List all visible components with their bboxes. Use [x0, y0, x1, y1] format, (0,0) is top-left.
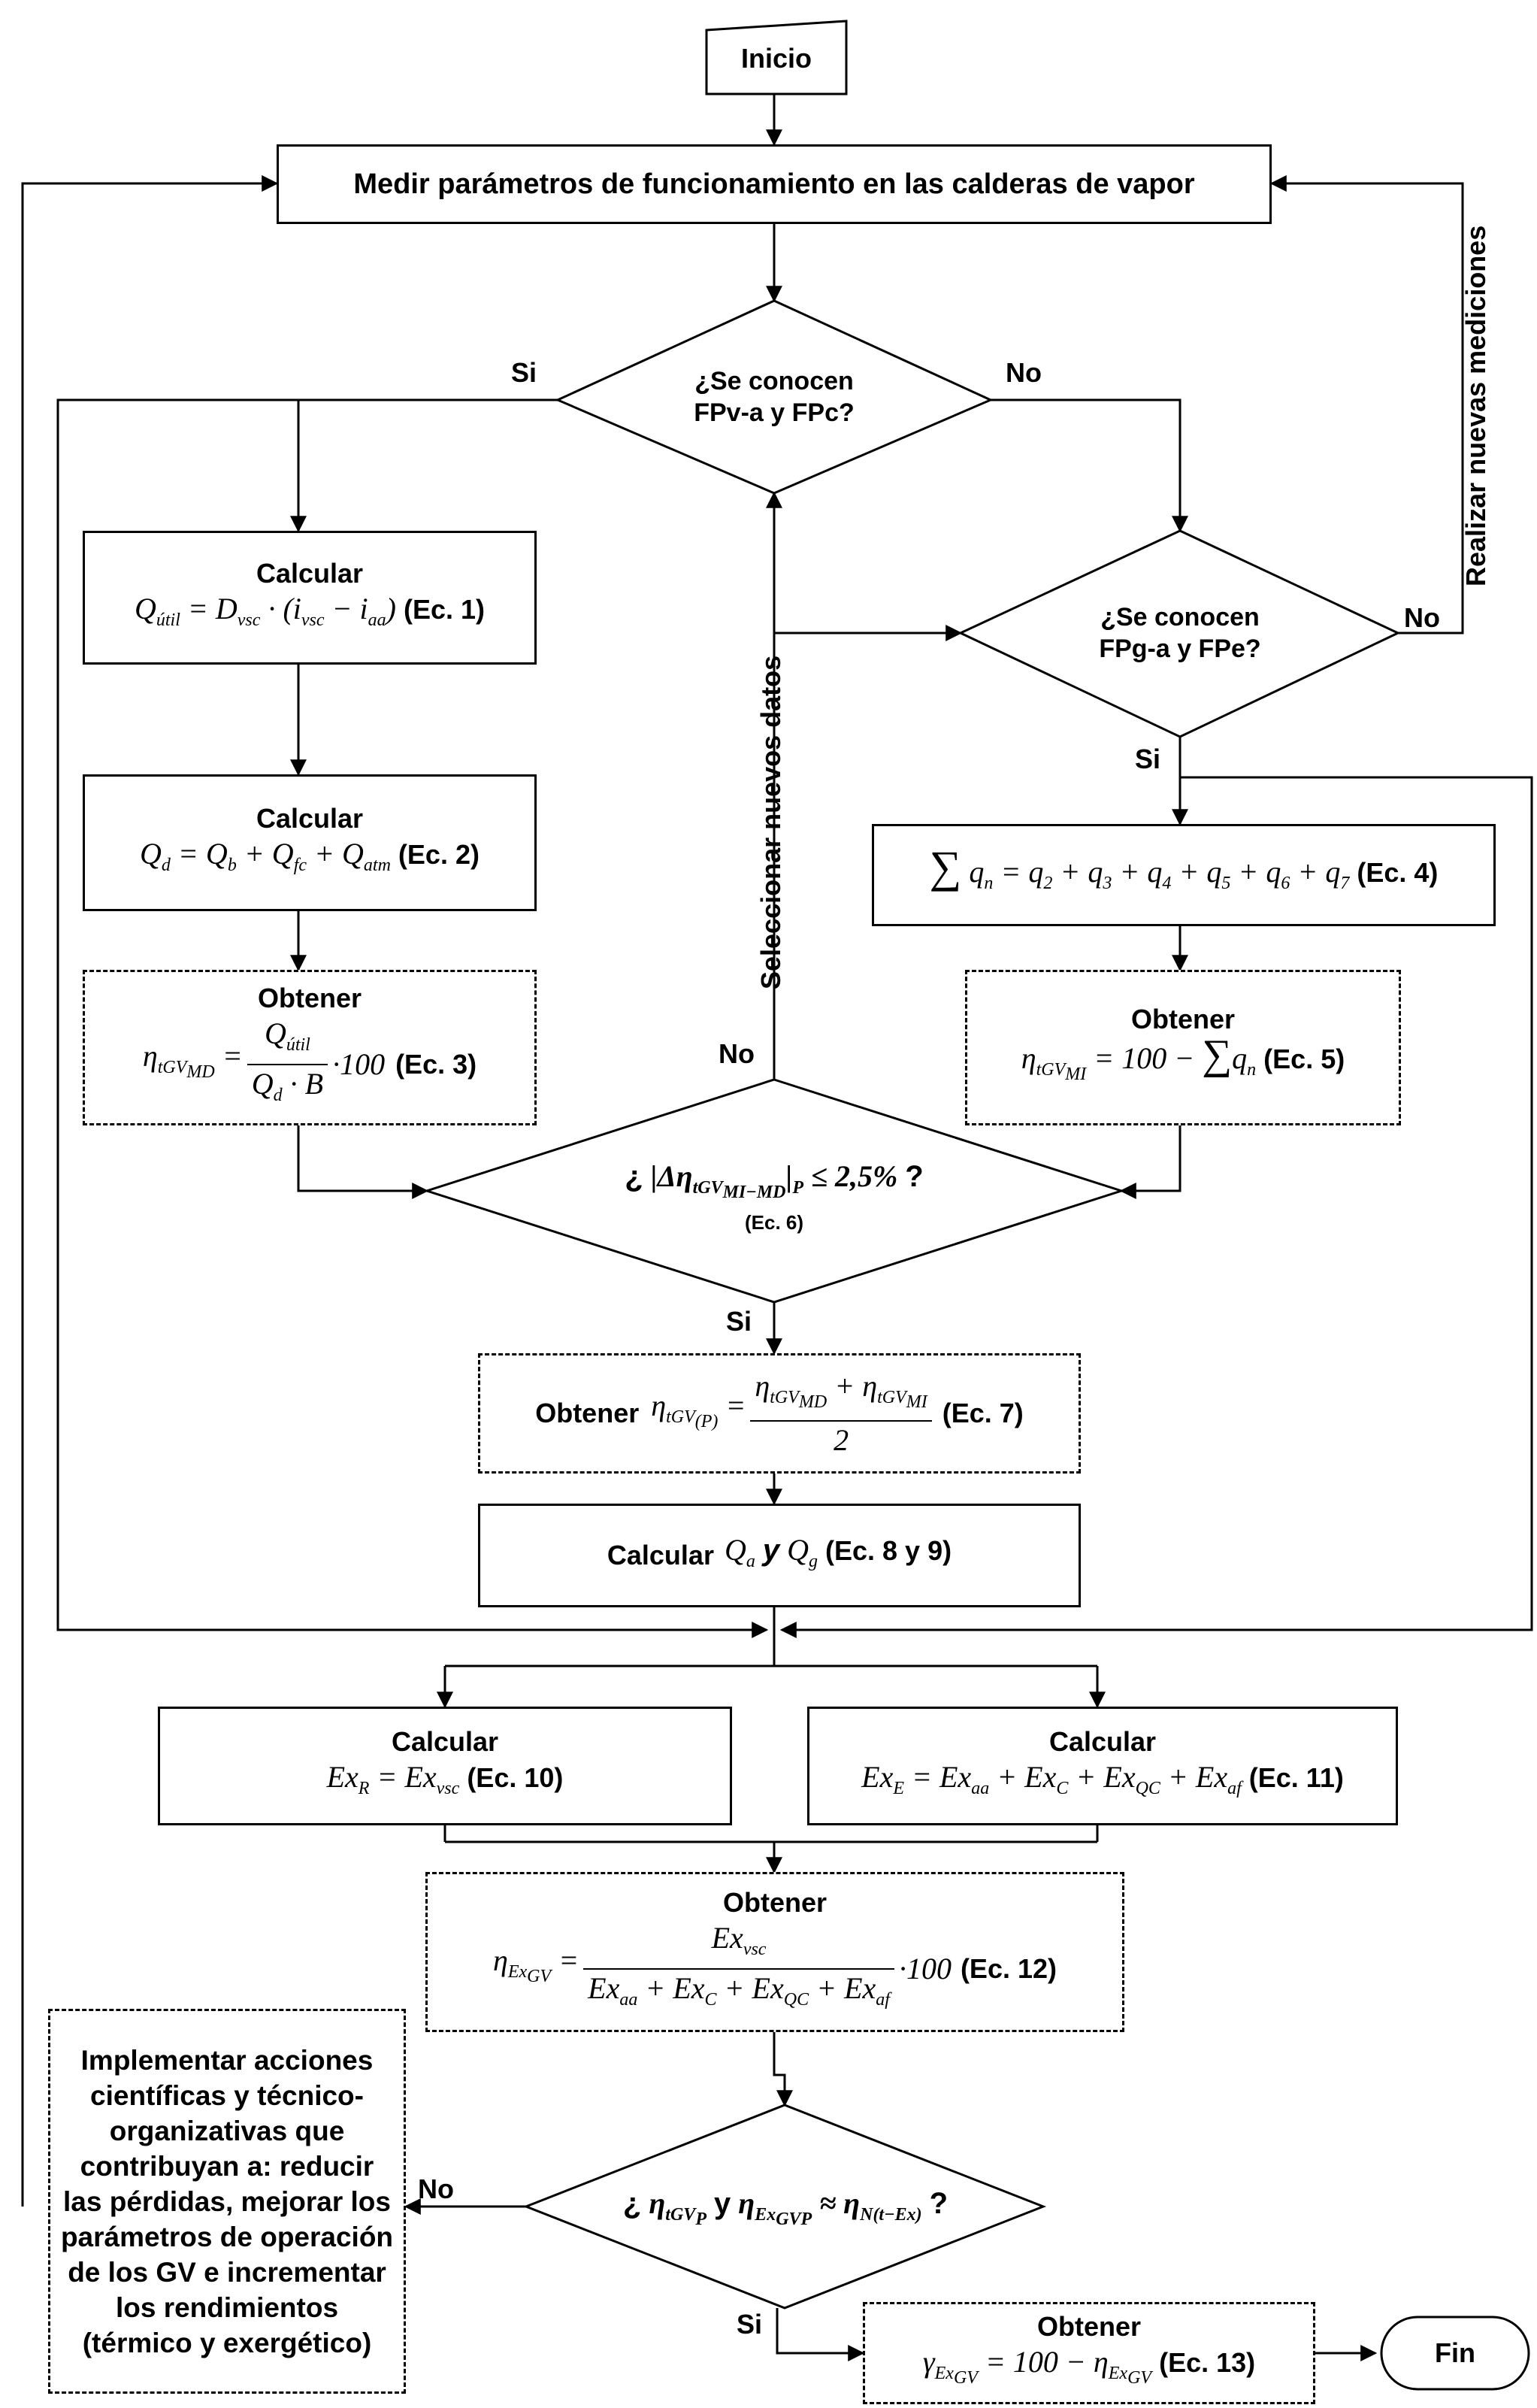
decision-2-si-label: Si [1135, 744, 1161, 774]
obtain-12-ec: (Ec. 12) [960, 1952, 1057, 1984]
obtain-3-header: Obtener [257, 982, 362, 1013]
decision-4-formula: ¿ ηtGVP y ηExGVP ≈ ηN(t−Ex) ? [622, 2186, 949, 2229]
calc-11-box: Calcular ExE = Exaa + ExC + ExQC + Exaf … [807, 1707, 1398, 1825]
obtain-13-ec: (Ec. 13) [1159, 2346, 1256, 2378]
calc-11-formula: ExE = Exaa + ExC + ExQC + Exaf (Ec. 11) [861, 1759, 1344, 1798]
calc-2-formula: Qd = Qb + Qfc + Qatm (Ec. 2) [140, 836, 480, 875]
decision-4-shape [522, 2104, 1047, 2310]
sum-4-box: ∑ qn = q2 + q3 + q4 + q5 + q6 + q7 (Ec. … [872, 824, 1496, 926]
obtain-3-ec: (Ec. 3) [395, 1048, 477, 1080]
action-text: Implementar acciones científicas y técni… [60, 2044, 394, 2358]
obtain-7-header: Obtener [535, 1398, 640, 1428]
obtain-5-box: Obtener ηtGVMI = 100 − ∑qn (Ec. 5) [965, 970, 1401, 1125]
calc-11-header: Calcular [1048, 1725, 1157, 1757]
measure-text: Medir parámetros de funcionamiento en la… [353, 168, 1195, 200]
obtain-13-box: Obtener γExGV = 100 − ηExGV (Ec. 13) [863, 2302, 1315, 2404]
calc-1-formula: Qútil = Dvsc · (ivsc − iaa) (Ec. 1) [134, 591, 486, 630]
calc-89-formula: Qa y Qg (Ec. 8 y 9) [724, 1532, 952, 1571]
decision-3-si-label: Si [726, 1306, 752, 1337]
decision-1-no-label: No [1006, 357, 1042, 388]
obtain-7-ec: (Ec. 7) [942, 1397, 1024, 1428]
calc-10-formula: ExR = Exvsc (Ec. 10) [326, 1759, 564, 1798]
start-shape [705, 20, 848, 95]
start-label: Inicio [740, 43, 812, 74]
calc-89-ec: (Ec. 8 y 9) [825, 1534, 952, 1566]
obtain-5-ec: (Ec. 5) [1263, 1043, 1345, 1074]
obtain-13-header: Obtener [1036, 2310, 1142, 2342]
decision-4-text: ¿ ηtGVP y ηExGVP ≈ ηN(t−Ex) ? [571, 2185, 1000, 2238]
calc-2-ec: (Ec. 2) [398, 838, 480, 870]
sum-4-ec: (Ec. 4) [1357, 857, 1439, 888]
calc-1-header: Calcular [256, 557, 364, 589]
calc-10-ec: (Ec. 10) [467, 1761, 564, 1793]
obtain-12-header: Obtener [722, 1886, 827, 1918]
decision-1-line2: FPv-a y FPc? [694, 398, 855, 427]
decision-3-ec: (Ec. 6) [744, 1210, 804, 1234]
realizar-label: Realizar nuevas mediciones [1460, 225, 1491, 586]
decision-2-text: ¿Se conocen FPg-a y FPe? [1037, 601, 1323, 665]
calc-10-header: Calcular [391, 1725, 499, 1757]
calc-89-conj: y [762, 1533, 780, 1567]
obtain-5-header: Obtener [1130, 1003, 1236, 1034]
decision-1-si-label: Si [511, 357, 537, 388]
calc-11-ec: (Ec. 11) [1248, 1761, 1344, 1793]
obtain-13-formula: γExGV = 100 − ηExGV (Ec. 13) [922, 2344, 1256, 2388]
calc-1-ec: (Ec. 1) [403, 593, 486, 625]
calc-2-header: Calcular [256, 802, 364, 834]
calc-2-box: Calcular Qd = Qb + Qfc + Qatm (Ec. 2) [83, 774, 537, 911]
decision-2-line1: ¿Se conocen [1100, 603, 1260, 632]
decision-4-no-label: No [418, 2173, 454, 2204]
action-box: Implementar acciones científicas y técni… [48, 2009, 406, 2394]
decision-3-text: ¿ |ΔηtGVMI−MD|P ≤ 2,5% ? (Ec. 6) [526, 1158, 1022, 1234]
decision-2-no-label: No [1404, 602, 1440, 633]
decision-4-si-label: Si [737, 2309, 763, 2340]
decision-2-line2: FPg-a y FPe? [1099, 635, 1261, 663]
obtain-5-formula: ηtGVMI = 100 − ∑qn (Ec. 5) [1021, 1031, 1345, 1084]
calc-89-box: Calcular Qa y Qg (Ec. 8 y 9) [478, 1504, 1081, 1607]
calc-10-box: Calcular ExR = Exvsc (Ec. 10) [158, 1707, 732, 1825]
decision-1-text: ¿Se conocen FPv-a y FPc? [633, 365, 915, 429]
decision-1-shape [555, 299, 994, 495]
sum-4-formula: ∑ qn = q2 + q3 + q4 + q5 + q6 + q7 (Ec. … [929, 842, 1439, 893]
decision-3-formula: ¿ |ΔηtGVMI−MD|P ≤ 2,5% ? [625, 1159, 924, 1202]
decision-1-line1: ¿Se conocen [694, 367, 854, 395]
end-shape [1380, 2316, 1530, 2391]
calc-1-box: Calcular Qútil = Dvsc · (ivsc − iaa) (Ec… [83, 531, 537, 665]
measure-box: Medir parámetros de funcionamiento en la… [277, 144, 1272, 224]
calc-89-header: Calcular [607, 1540, 714, 1571]
end-label: Fin [1435, 2337, 1475, 2368]
decision-3-shape [423, 1078, 1125, 1304]
seleccionar-label: Seleccionar nuevos datos [755, 655, 786, 989]
decision-2-shape [958, 529, 1401, 738]
decision-3-no-label: No [719, 1038, 755, 1069]
